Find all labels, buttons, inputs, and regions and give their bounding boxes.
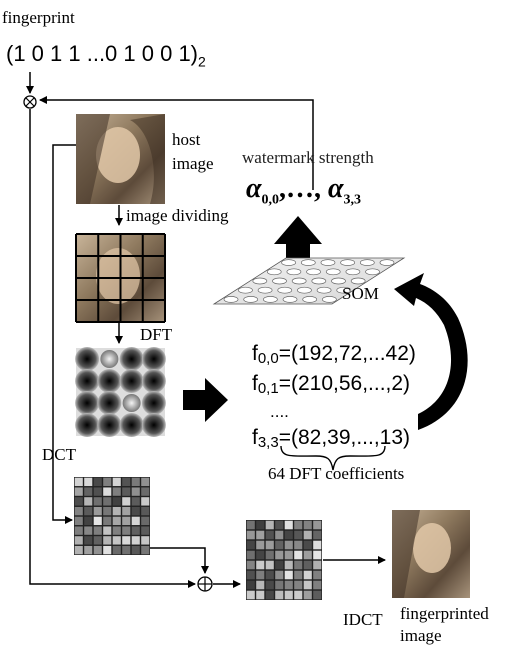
vector-f: f — [252, 342, 258, 365]
coefficient-brace — [280, 445, 386, 471]
fingerprint-label: fingerprint — [2, 8, 75, 27]
arrow-dct-to-add — [150, 547, 209, 574]
idct-label: IDCT — [343, 610, 383, 629]
alpha-first-sub: 0,0 — [261, 192, 280, 208]
host-image-label-2: image — [172, 154, 214, 173]
dft-image — [75, 347, 166, 437]
alpha-first: α — [246, 173, 262, 204]
divided-image — [75, 233, 166, 323]
curved-arrow-vectors-to-som — [394, 273, 468, 430]
line-host-to-dct — [52, 144, 76, 524]
host-image — [76, 114, 165, 204]
fingerprint-binary: (1 0 1 1 ...0 1 0 0 1)2 — [6, 41, 206, 69]
vector-sub: 0,0 — [257, 350, 279, 367]
dct-label: DCT — [42, 445, 76, 464]
vector-row-3: f3,3=(82,39,...,13) — [252, 427, 410, 450]
fingerprinted-label-1: fingerprinted — [400, 604, 489, 623]
vector-values: =(210,56,...,2) — [278, 372, 411, 395]
fingerprinted-image — [392, 510, 470, 598]
alpha-separator: ,…, — [279, 173, 321, 204]
som-map — [212, 257, 406, 305]
som-label: SOM — [342, 284, 379, 303]
vector-values: =(192,72,...42) — [278, 342, 416, 365]
vector-f: f — [252, 372, 258, 395]
thick-arrow-to-vectors — [183, 378, 228, 422]
vector-values: =(82,39,...,13) — [278, 426, 411, 449]
dct-grid-image — [74, 477, 150, 555]
vector-sub: 0,1 — [257, 380, 279, 397]
vector-f: f — [252, 426, 258, 449]
vector-row-1: f0,1=(210,56,...,2) — [252, 373, 410, 396]
result-grid-image — [246, 520, 322, 600]
line-xor-to-add — [29, 109, 196, 588]
vector-row-0: f0,0=(192,72,...42) — [252, 343, 416, 366]
host-image-label-1: host — [172, 130, 201, 149]
xor-cross-b — [25, 97, 35, 107]
binary-digits: (1 0 1 1 ...0 1 0 0 1) — [6, 41, 199, 66]
dft-label: DFT — [140, 325, 173, 344]
coefficient-caption: 64 DFT coefficients — [268, 464, 405, 483]
fingerprinted-label-2: image — [400, 626, 442, 645]
arrow-strength-to-xor — [39, 96, 314, 190]
alpha-last-sub: 3,3 — [343, 192, 362, 208]
vector-ellipsis: .... — [270, 402, 289, 421]
vector-sub: 3,3 — [257, 434, 279, 451]
watermark-strength-label: watermark strength — [242, 148, 374, 167]
alpha-last: α — [328, 173, 344, 204]
binary-base: 2 — [198, 53, 206, 70]
image-dividing-label: image dividing — [126, 206, 229, 225]
alpha-range: α0,0,…, α3,3 — [246, 173, 361, 209]
